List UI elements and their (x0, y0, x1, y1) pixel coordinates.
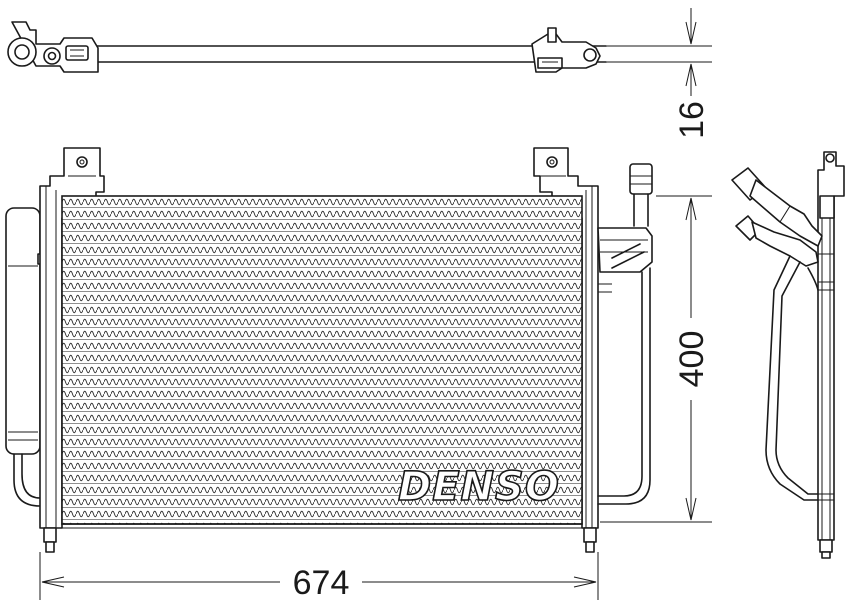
brand-logo: DENSO (398, 464, 560, 510)
thickness-label: 16 (673, 101, 711, 139)
thickness-dimension: 16 (606, 8, 712, 139)
width-label: 674 (293, 564, 350, 602)
condenser-core (61, 195, 583, 525)
height-label: 400 (673, 331, 711, 388)
front-view: DENSO (5, 147, 653, 553)
outlet-pipes (597, 163, 653, 505)
top-view (7, 21, 607, 73)
height-dimension: 400 (600, 195, 712, 523)
side-view (731, 151, 845, 559)
width-dimension: 674 (39, 552, 599, 602)
